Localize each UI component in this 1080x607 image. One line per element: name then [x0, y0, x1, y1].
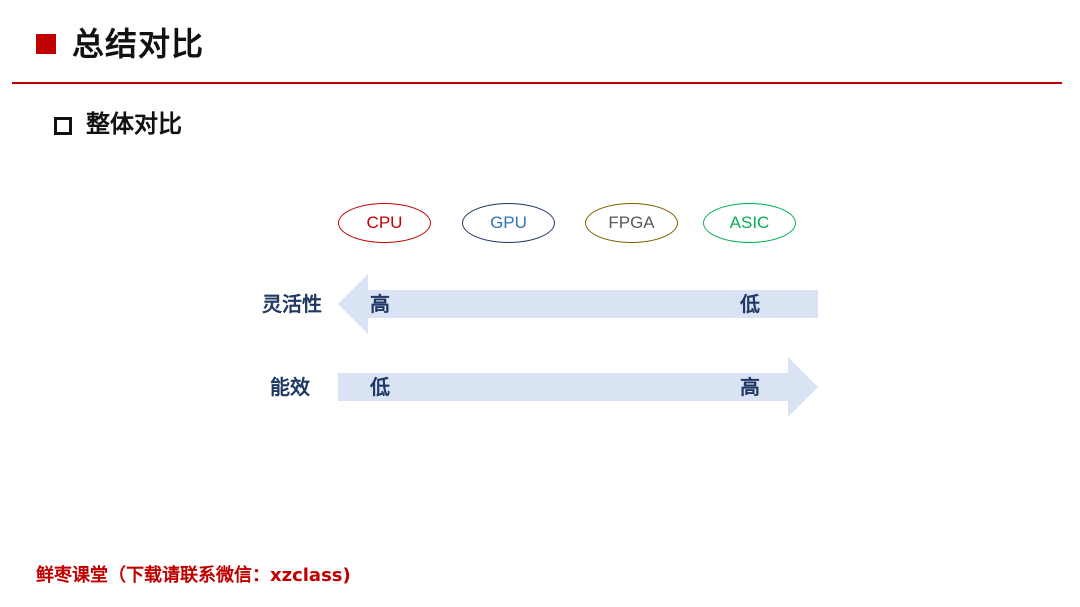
footer-note: 鲜枣课堂（下载请联系微信：xzclass) — [36, 565, 351, 586]
chip-gpu: GPU — [462, 203, 555, 243]
efficiency-arrow-right — [338, 357, 818, 417]
flexibility-label: 灵活性 — [262, 292, 322, 316]
page-title: 总结对比 — [72, 25, 205, 63]
title-divider — [12, 82, 1062, 84]
efficiency-label: 能效 — [270, 375, 310, 399]
chip-fpga: FPGA — [585, 203, 678, 243]
title-bullet-square — [36, 34, 56, 54]
chip-asic: ASIC — [703, 203, 796, 243]
chip-cpu: CPU — [338, 203, 431, 243]
flexibility-arrow-left — [338, 274, 818, 334]
flexibility-left-value: 高 — [370, 292, 390, 316]
efficiency-left-value: 低 — [370, 375, 390, 399]
section-bullet-box — [54, 117, 72, 135]
section-title: 整体对比 — [86, 110, 182, 138]
efficiency-right-value: 高 — [740, 375, 760, 399]
flexibility-right-value: 低 — [740, 292, 760, 316]
